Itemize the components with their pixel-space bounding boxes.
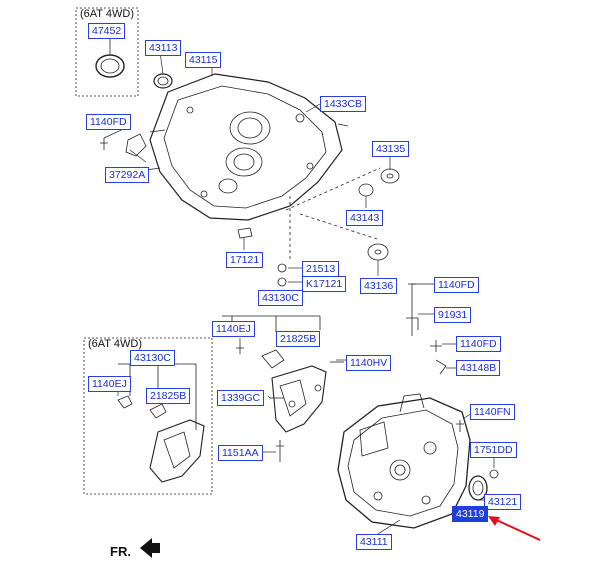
front-label: FR. (110, 544, 131, 559)
part-label-43113[interactable]: 43113 (145, 40, 182, 56)
part-label-1140ej[interactable]: 1140EJ (212, 321, 255, 337)
part-label-47452[interactable]: 47452 (88, 23, 126, 39)
part-label-21825b[interactable]: 21825B (276, 331, 321, 347)
part-label-43115[interactable]: 43115 (185, 52, 222, 68)
transmission-case-43111-shape (337, 393, 471, 529)
clutch-housing-43115-shape (145, 73, 343, 221)
part-label-1151aa[interactable]: 1151AA (218, 445, 263, 461)
washer-43135-shape (380, 168, 400, 184)
pointer-arrow (488, 516, 541, 541)
mount-bracket-shape (261, 349, 327, 433)
part-label-37292a[interactable]: 37292A (105, 167, 150, 183)
part-label-1140fd-right[interactable]: 1140FD (434, 277, 479, 293)
frame-caption-bottom: (6AT 4WD) (88, 338, 142, 350)
part-label-43111[interactable]: 43111 (356, 534, 392, 550)
front-direction-icon (140, 538, 160, 558)
part-label-1339gc[interactable]: 1339GC (217, 390, 265, 406)
seal-47452-shape (95, 54, 125, 78)
oil-seal-43121-shape (468, 475, 488, 501)
part-label-1433cb[interactable]: 1433CB (320, 96, 366, 112)
part-label-43135[interactable]: 43135 (372, 141, 410, 157)
part-label-43148b[interactable]: 43148B (456, 360, 501, 376)
mount-bracket-4wd-shape (117, 395, 205, 483)
part-label-43121[interactable]: 43121 (484, 494, 522, 510)
part-label-21825b-4wd[interactable]: 21825B (146, 388, 191, 404)
frame-6at-4wd-bottom (83, 337, 213, 495)
part-label-1140ej-4wd[interactable]: 1140EJ (88, 376, 131, 392)
part-label-1140fd-lower[interactable]: 1140FD (456, 336, 501, 352)
part-label-43136[interactable]: 43136 (360, 278, 398, 294)
bearing-43113-shape (153, 73, 173, 89)
part-label-1751dd[interactable]: 1751DD (470, 442, 517, 458)
part-label-21513[interactable]: 21513 (302, 261, 340, 277)
bearing-43143-shape (358, 183, 374, 197)
frame-caption-top: (6AT 4WD) (80, 8, 134, 20)
part-label-17121[interactable]: 17121 (226, 252, 264, 268)
part-label-43130c-4wd[interactable]: 43130C (130, 350, 175, 366)
part-label-43130c[interactable]: 43130C (258, 290, 303, 306)
frame-6at-4wd-top (75, 7, 139, 97)
part-label-1140fd-top[interactable]: 1140FD (86, 114, 131, 130)
washer-43136-shape (367, 243, 389, 261)
part-label-43119-highlighted[interactable]: 43119 (452, 506, 489, 522)
part-label-k17121[interactable]: K17121 (302, 276, 347, 292)
part-label-91931[interactable]: 91931 (434, 307, 472, 323)
part-label-1140fn[interactable]: 1140FN (470, 404, 515, 420)
part-label-1140hv[interactable]: 1140HV (346, 355, 392, 371)
part-label-43143[interactable]: 43143 (346, 210, 384, 226)
